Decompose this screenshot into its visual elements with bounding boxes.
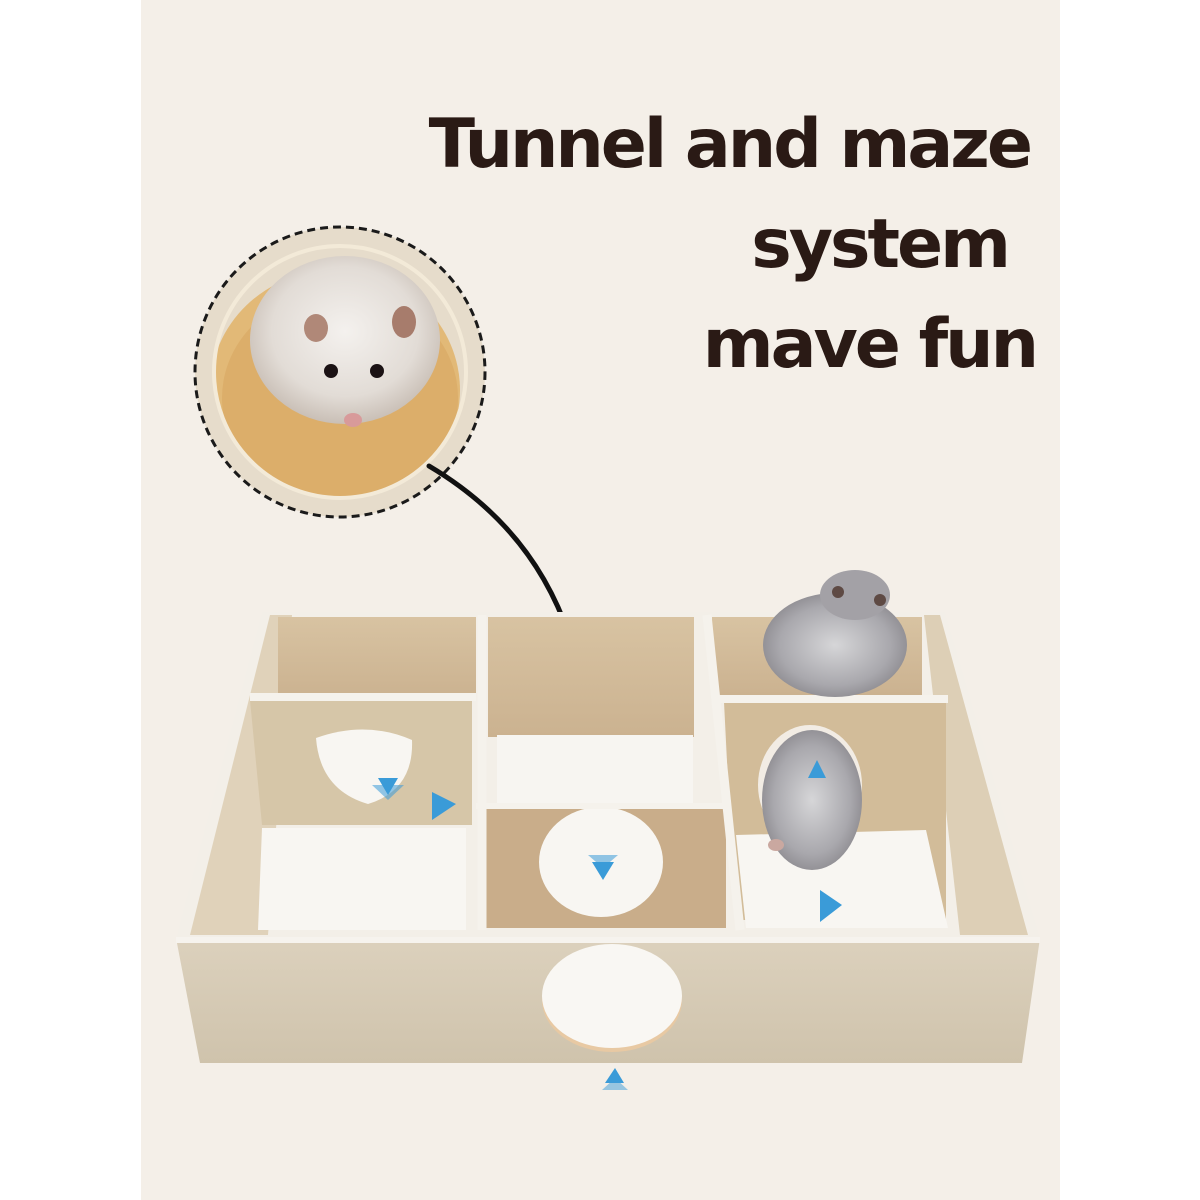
gray-hamster-top — [763, 570, 907, 697]
arrow-up-icon — [808, 760, 826, 778]
arrow-right-icon — [432, 792, 456, 820]
hamster-inset — [193, 225, 487, 519]
arrow-up-icon — [602, 1078, 628, 1090]
arrow-down-icon — [588, 855, 618, 868]
direction-arrows — [372, 760, 842, 1090]
arrow-down-icon — [592, 862, 614, 880]
hamster-face-icon — [250, 256, 440, 427]
headline-line-1: Tunnel and maze — [428, 105, 1033, 184]
headline: Tunnel and maze system mave fun — [429, 95, 1039, 395]
arrow-right-icon — [820, 890, 842, 922]
headline-line-3: mave fun — [702, 305, 1039, 384]
gray-hamster-tunnel — [762, 730, 862, 870]
maze-box — [176, 612, 1040, 1063]
arrow-up-icon — [605, 1068, 624, 1083]
headline-line-2: system — [751, 205, 1011, 284]
arrow-down-icon — [372, 785, 404, 800]
